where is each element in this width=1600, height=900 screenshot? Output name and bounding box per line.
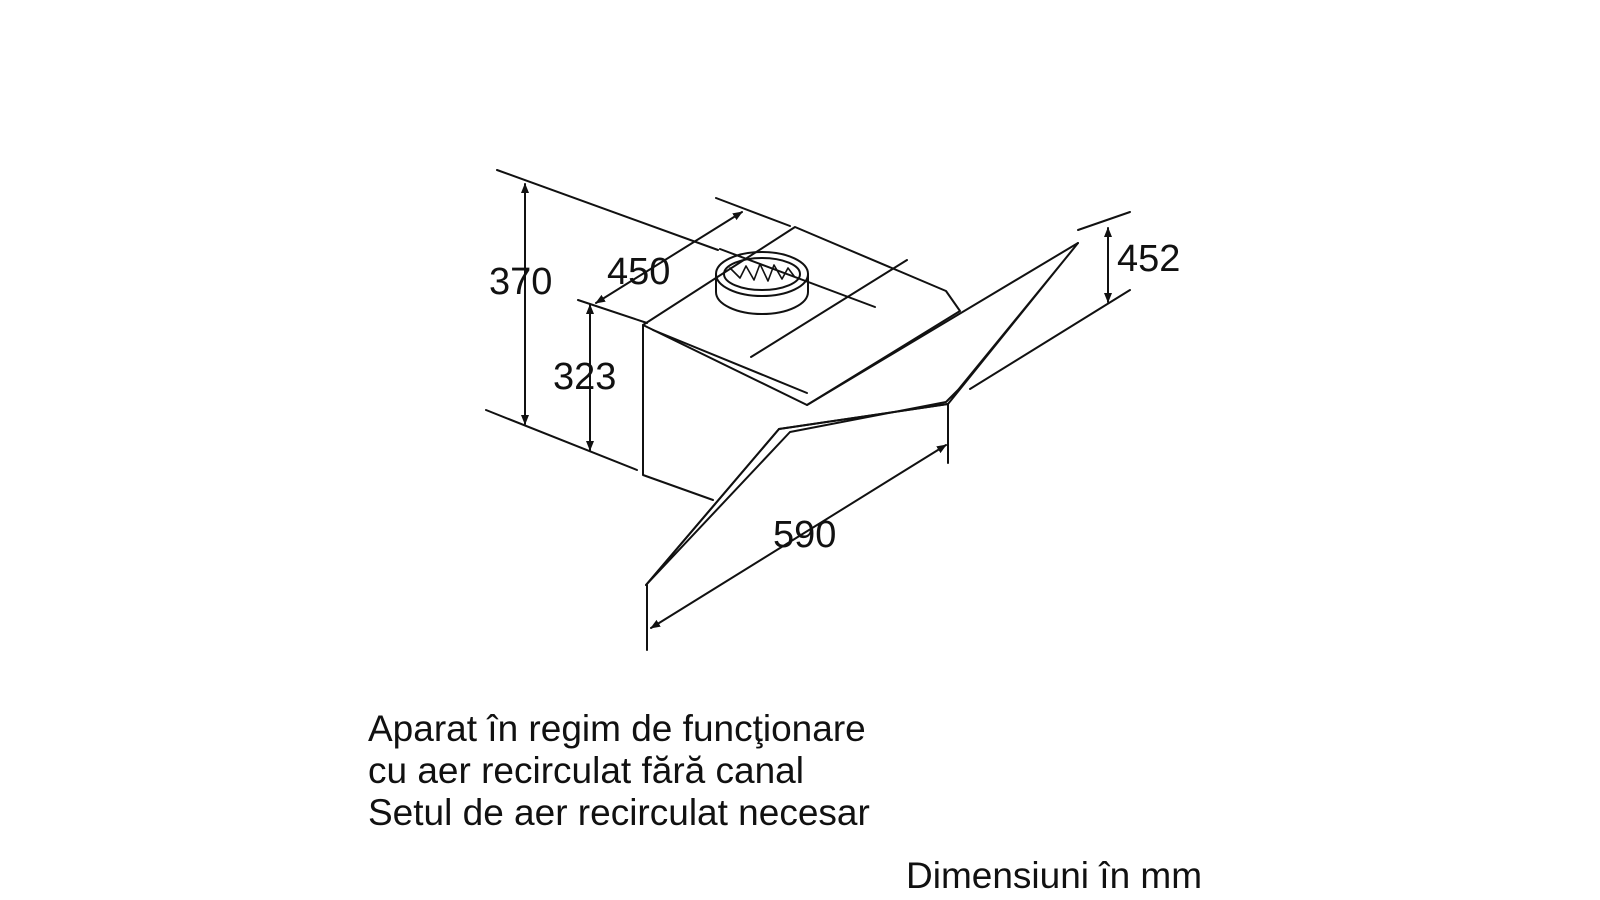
glass-panel-edge-top xyxy=(806,242,1079,406)
hood-top-seam-3 xyxy=(652,329,808,394)
dimension-line-450 xyxy=(595,211,743,304)
exhaust-outlet xyxy=(715,251,809,315)
extension-line-body-top xyxy=(577,299,648,324)
extension-line-bottom-left xyxy=(485,409,638,471)
extension-line-top-left xyxy=(496,169,719,251)
operating-mode-caption: Aparat în regim de funcţionare cu aer re… xyxy=(368,708,870,834)
dimension-line-590 xyxy=(650,444,947,629)
units-note: Dimensiuni în mm xyxy=(906,855,1203,896)
caption-line-1: Aparat în regim de funcţionare xyxy=(368,708,866,749)
label-total-height: 370 xyxy=(489,261,552,303)
glass-panel-edge-lower xyxy=(778,403,949,430)
label-glass-height: 452 xyxy=(1117,238,1180,280)
glass-panel xyxy=(645,242,1079,586)
label-width: 590 xyxy=(773,514,836,556)
extension-line-top-body xyxy=(715,197,791,227)
label-depth: 450 xyxy=(607,251,670,293)
caption-line-2: cu aer recirculat fără canal xyxy=(368,750,804,791)
hood-top-seam-1 xyxy=(719,248,876,308)
outlet-collar xyxy=(715,273,809,315)
cooker-hood-drawing xyxy=(485,169,1131,651)
extension-line-bottom-right xyxy=(969,289,1131,390)
hood-top-seam-2 xyxy=(750,259,908,358)
outlet-grille-vanes xyxy=(729,263,795,282)
hood-body-top xyxy=(642,226,961,406)
extension-line-top-right xyxy=(1077,211,1131,231)
caption-line-3: Setul de aer recirculat necesar xyxy=(368,792,870,833)
label-body-height: 323 xyxy=(553,356,616,398)
